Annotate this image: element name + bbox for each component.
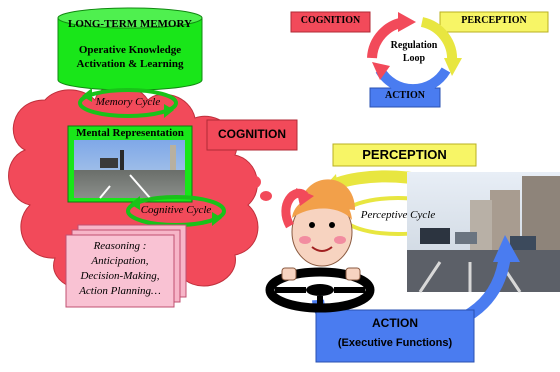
action-label: ACTION xyxy=(372,316,418,330)
cognition-label: COGNITION xyxy=(218,127,286,141)
action-label-box xyxy=(315,309,475,363)
reasoning-line: Decision-Making, xyxy=(80,270,160,282)
reasoning-text: Reasoning : Anticipation, Decision-Makin… xyxy=(66,239,174,299)
regulation-loop-title: Regulation xyxy=(390,40,438,51)
driver-cartoon xyxy=(281,179,355,267)
cognitive-cycle-label: Cognitive Cycle xyxy=(140,204,212,216)
perception-label: PERCEPTION xyxy=(362,147,447,162)
perception-label-box xyxy=(332,143,477,167)
long-term-memory-cylinder xyxy=(57,7,203,91)
reasoning-line: Reasoning : xyxy=(93,240,147,252)
regulation-loop xyxy=(290,11,549,108)
executive-functions-label: (Executive Functions) xyxy=(337,337,453,349)
reasoning-line: Action Planning… xyxy=(79,285,161,297)
regulation-perception-box xyxy=(439,11,549,33)
cognition-label-box xyxy=(206,119,298,151)
regulation-cognition-box xyxy=(290,11,371,33)
perceptive-cycle-label: Perceptive Cycle xyxy=(360,209,436,221)
regulation-perception-label: PERCEPTION xyxy=(461,15,527,26)
regulation-cognition-label: COGNITION xyxy=(300,15,361,26)
thought-bubble xyxy=(260,191,272,201)
operative-knowledge-text: Operative Knowledge xyxy=(78,44,182,56)
regulation-loop-subtitle: Loop xyxy=(402,53,426,64)
reasoning-pages xyxy=(65,224,187,308)
thought-bubble xyxy=(243,175,261,189)
mental-representation-label: Mental Representation xyxy=(76,127,184,139)
memory-cycle-loop xyxy=(78,88,178,118)
memory-cycle-label: Memory Cycle xyxy=(95,96,161,108)
street-photo xyxy=(407,172,560,293)
long-term-memory-title: LONG-TERM MEMORY xyxy=(68,18,192,30)
mental-representation-box xyxy=(67,125,193,203)
reasoning-line: Anticipation, xyxy=(91,255,149,267)
steering-wheel xyxy=(265,267,375,313)
activation-learning-text: Activation & Learning xyxy=(76,58,184,70)
regulation-action-label: ACTION xyxy=(384,90,425,101)
